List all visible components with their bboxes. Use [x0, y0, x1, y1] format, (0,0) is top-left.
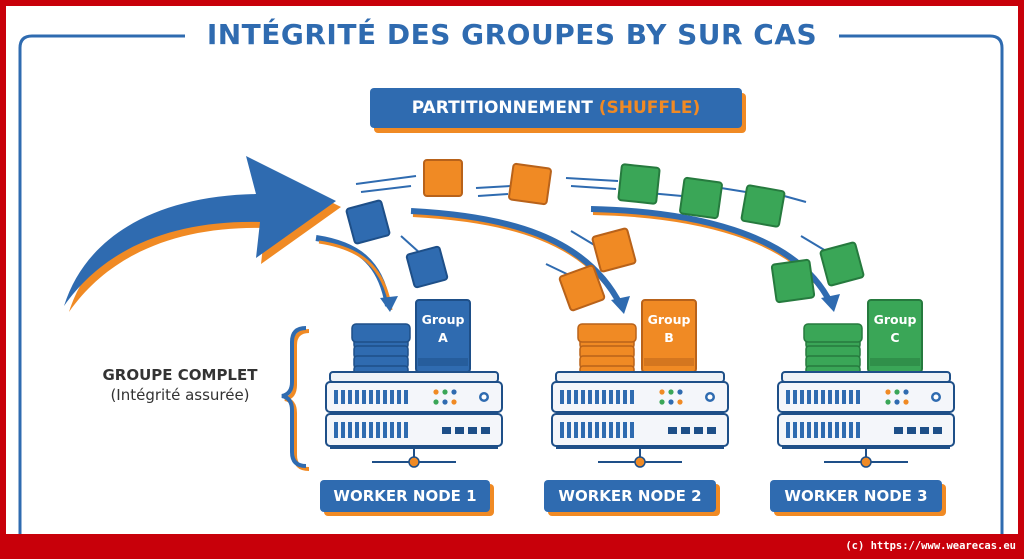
flying-blocks [345, 159, 865, 312]
block-blue [345, 199, 391, 245]
group-label: Group [874, 312, 917, 327]
group-complete-main: GROUPE COMPLET [102, 366, 258, 384]
block-green [819, 241, 865, 287]
block-blue [405, 245, 449, 289]
worker-node-2-label: WORKER NODE 2 [544, 480, 716, 512]
block-green [770, 258, 816, 304]
copyright-footer: (c) https://www.wearecas.eu [845, 540, 1016, 552]
shuffle-label: PARTITIONNEMENT [411, 98, 593, 118]
server-rack [551, 371, 729, 468]
record-stack [803, 323, 863, 379]
shuffle-banner: PARTITIONNEMENT (SHUFFLE) [370, 88, 742, 128]
group-label: Group [648, 312, 691, 327]
flow-arrows [315, 206, 840, 314]
group-letter: B [664, 330, 674, 345]
shuffle-accent: (SHUFFLE) [598, 98, 701, 118]
block-orange [591, 227, 637, 273]
block-orange [558, 264, 606, 312]
worker-node-1-label: WORKER NODE 1 [320, 480, 490, 512]
group-letter: A [438, 330, 448, 345]
frame-line [18, 34, 186, 534]
group-complete-sub: (Intégrité assurée) [110, 386, 250, 404]
block-green [740, 184, 786, 228]
worker-node-3-label: WORKER NODE 3 [770, 480, 942, 512]
frame-line-right [836, 34, 1004, 534]
title-text: INTÉGRITÉ DES GROUPES BY SUR CAS [184, 18, 840, 51]
record-stack [351, 323, 411, 379]
server-rack [777, 371, 955, 468]
block-orange [423, 159, 463, 197]
brace [281, 326, 310, 471]
big-arrow [64, 156, 341, 312]
record-stack [577, 323, 637, 379]
motion-streaks [355, 175, 827, 277]
block-green [679, 176, 723, 220]
server-rack [325, 371, 503, 468]
block-orange [508, 162, 552, 206]
group-complete-label: GROUPE COMPLET (Intégrité assurée) [88, 366, 272, 404]
block-green [617, 163, 661, 205]
group-label: Group [422, 312, 465, 327]
group-letter: C [890, 330, 899, 345]
page-title: INTÉGRITÉ DES GROUPES BY SUR CAS [6, 18, 1018, 51]
